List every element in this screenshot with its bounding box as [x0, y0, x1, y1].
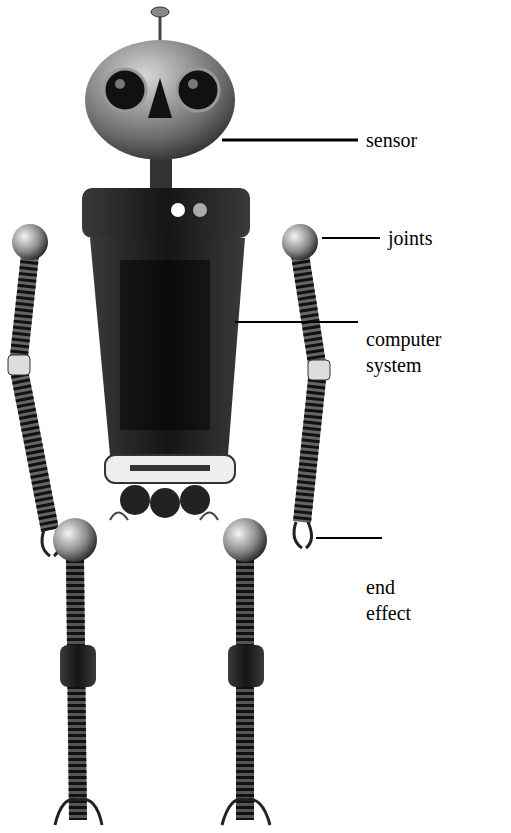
leader-line [222, 139, 358, 142]
leader-line [316, 537, 382, 539]
robot-joints [12, 224, 318, 562]
robot-head [85, 7, 235, 160]
leader-line [322, 237, 380, 239]
part-label: end effect [366, 574, 428, 626]
part-label: joints [388, 225, 498, 251]
robot-legs [55, 560, 270, 825]
part-label: sensor [366, 127, 486, 153]
robot-torso [82, 158, 250, 520]
part-label: computer system [366, 326, 458, 378]
leader-line [235, 321, 358, 323]
robot-arms [8, 255, 330, 556]
leader-lines [222, 140, 382, 538]
